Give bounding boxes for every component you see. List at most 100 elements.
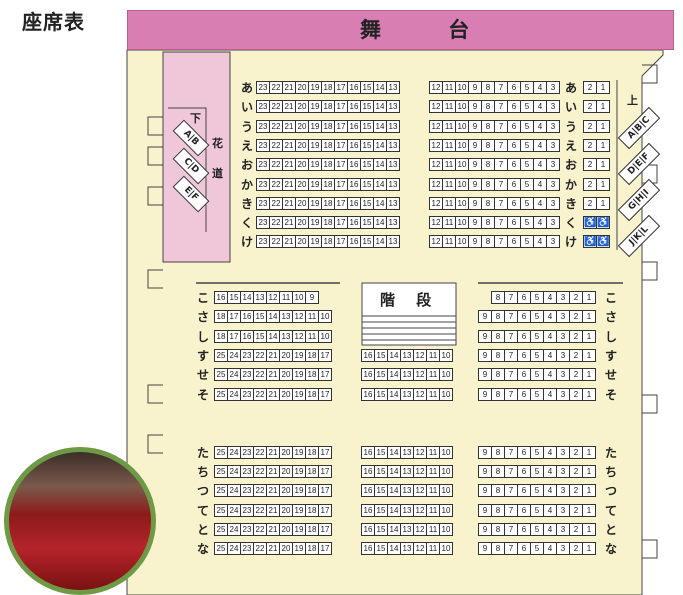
- seat[interactable]: ♿: [583, 235, 597, 249]
- seat[interactable]: 21: [266, 465, 280, 479]
- seat[interactable]: 11: [426, 503, 440, 517]
- seat[interactable]: 2: [569, 348, 583, 362]
- seat[interactable]: 16: [240, 310, 254, 324]
- seat[interactable]: 8: [491, 445, 505, 459]
- seat[interactable]: 11: [426, 368, 440, 382]
- seat[interactable]: 15: [360, 100, 374, 114]
- seat[interactable]: 14: [266, 329, 280, 343]
- seat[interactable]: 12: [413, 503, 427, 517]
- seat[interactable]: 22: [253, 503, 267, 517]
- seat[interactable]: 17: [334, 119, 348, 133]
- seat[interactable]: 17: [334, 216, 348, 230]
- seat[interactable]: 11: [442, 216, 456, 230]
- seat[interactable]: 19: [292, 387, 306, 401]
- seat[interactable]: 19: [292, 368, 306, 382]
- seat[interactable]: 13: [386, 216, 400, 230]
- seat[interactable]: 12: [429, 138, 443, 152]
- seat[interactable]: 4: [533, 177, 547, 191]
- seat[interactable]: 5: [530, 348, 544, 362]
- seat[interactable]: 5: [520, 138, 534, 152]
- seat[interactable]: 8: [481, 138, 495, 152]
- seat[interactable]: 20: [295, 158, 309, 172]
- seat[interactable]: 10: [455, 158, 469, 172]
- seat[interactable]: 14: [266, 310, 280, 324]
- seat[interactable]: 22: [253, 542, 267, 556]
- seat[interactable]: 8: [491, 542, 505, 556]
- seat[interactable]: 17: [334, 235, 348, 249]
- seat[interactable]: 12: [429, 177, 443, 191]
- seat[interactable]: 13: [400, 484, 414, 498]
- seat[interactable]: 3: [556, 368, 570, 382]
- seat[interactable]: 3: [546, 138, 560, 152]
- seat[interactable]: 5: [530, 542, 544, 556]
- seat[interactable]: 3: [556, 329, 570, 343]
- seat[interactable]: 19: [292, 523, 306, 536]
- seat[interactable]: 5: [530, 291, 544, 304]
- seat[interactable]: 1: [582, 291, 596, 304]
- seat[interactable]: 18: [214, 310, 228, 324]
- seat[interactable]: 8: [491, 310, 505, 324]
- seat[interactable]: 6: [507, 138, 521, 152]
- seat[interactable]: 20: [295, 216, 309, 230]
- seat[interactable]: ♿: [596, 235, 610, 249]
- seat[interactable]: 11: [305, 310, 319, 324]
- seat[interactable]: 5: [520, 177, 534, 191]
- seat[interactable]: 12: [413, 368, 427, 382]
- seat[interactable]: 25: [214, 445, 228, 459]
- seat[interactable]: 20: [279, 542, 293, 556]
- seat[interactable]: 23: [240, 465, 254, 479]
- seat[interactable]: 20: [295, 100, 309, 114]
- seat[interactable]: 16: [361, 523, 375, 536]
- seat[interactable]: 10: [455, 100, 469, 114]
- seat[interactable]: 17: [318, 503, 332, 517]
- seat[interactable]: 7: [504, 445, 518, 459]
- seat[interactable]: 6: [507, 158, 521, 172]
- seat[interactable]: 7: [494, 119, 508, 133]
- seat[interactable]: 15: [360, 119, 374, 133]
- seat[interactable]: 24: [227, 465, 241, 479]
- seat[interactable]: 4: [543, 503, 557, 517]
- seat[interactable]: 6: [507, 235, 521, 249]
- seat[interactable]: 14: [387, 542, 401, 556]
- seat[interactable]: 8: [491, 348, 505, 362]
- seat[interactable]: 2: [569, 484, 583, 498]
- seat[interactable]: 17: [318, 465, 332, 479]
- seat[interactable]: 18: [305, 503, 319, 517]
- seat[interactable]: 5: [530, 387, 544, 401]
- seat[interactable]: ♿: [596, 216, 610, 230]
- seat[interactable]: 16: [240, 329, 254, 343]
- seat[interactable]: 17: [318, 348, 332, 362]
- seat[interactable]: 5: [530, 523, 544, 536]
- seat[interactable]: 11: [426, 387, 440, 401]
- seat[interactable]: 4: [543, 387, 557, 401]
- seat[interactable]: 6: [517, 542, 531, 556]
- seat[interactable]: 7: [494, 100, 508, 114]
- seat[interactable]: 5: [520, 81, 534, 94]
- seat[interactable]: 12: [266, 291, 280, 304]
- seat[interactable]: 25: [214, 484, 228, 498]
- seat[interactable]: 6: [517, 503, 531, 517]
- seat[interactable]: 9: [468, 196, 482, 210]
- seat[interactable]: 11: [426, 465, 440, 479]
- seat[interactable]: 4: [543, 291, 557, 304]
- seat[interactable]: 2: [569, 503, 583, 517]
- seat[interactable]: 24: [227, 368, 241, 382]
- seat[interactable]: 18: [214, 329, 228, 343]
- seat[interactable]: 17: [318, 484, 332, 498]
- seat[interactable]: 25: [214, 465, 228, 479]
- seat[interactable]: 3: [556, 465, 570, 479]
- seat[interactable]: 17: [334, 196, 348, 210]
- seat[interactable]: 11: [442, 138, 456, 152]
- seat[interactable]: 23: [240, 503, 254, 517]
- seat[interactable]: 2: [583, 100, 597, 114]
- seat[interactable]: 10: [439, 542, 453, 556]
- seat[interactable]: 25: [214, 368, 228, 382]
- seat[interactable]: 21: [282, 81, 296, 94]
- seat[interactable]: 3: [556, 445, 570, 459]
- seat[interactable]: 14: [240, 291, 254, 304]
- seat[interactable]: 13: [386, 177, 400, 191]
- seat[interactable]: 15: [374, 484, 388, 498]
- seat[interactable]: 8: [481, 81, 495, 94]
- seat[interactable]: 5: [520, 119, 534, 133]
- seat[interactable]: 7: [504, 329, 518, 343]
